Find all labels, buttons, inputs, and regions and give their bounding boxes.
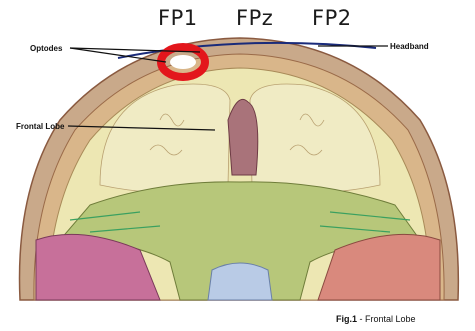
- caption-title: Frontal Lobe: [365, 314, 416, 324]
- optode-center: [170, 55, 196, 69]
- figure-caption: Fig.1 - Frontal Lobe: [336, 314, 416, 324]
- optodes-label: Optodes: [30, 44, 62, 53]
- electrode-label-fp2: FP2: [312, 6, 352, 30]
- electrode-label-fpz: FPz: [236, 6, 273, 30]
- frontal-lobe-label: Frontal Lobe: [16, 122, 64, 131]
- vessel-area: [208, 263, 272, 300]
- caption-separator: -: [357, 314, 365, 324]
- electrode-label-fp1: FP1: [158, 6, 198, 30]
- headband-label: Headband: [390, 42, 429, 51]
- central-frontal-structure: [228, 99, 258, 175]
- figure-number: Fig.1: [336, 314, 357, 324]
